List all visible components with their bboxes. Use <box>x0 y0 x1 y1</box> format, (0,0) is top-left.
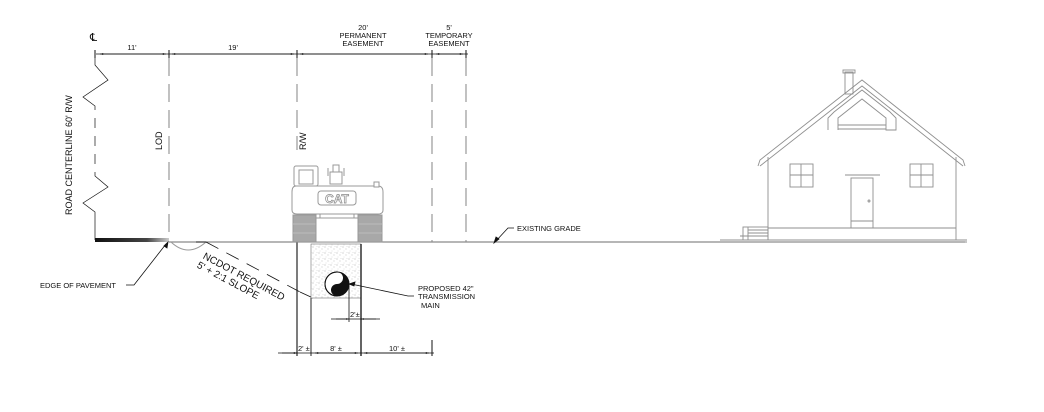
excavator-brand: CAT <box>325 192 349 206</box>
dimension-8ft-bottom: 8' ± <box>330 344 342 353</box>
existing-grade-leader <box>493 227 514 245</box>
edge-of-pavement-label: EDGE OF PAVEMENT <box>40 281 116 290</box>
permanent-easement-label: EASEMENT <box>342 39 384 48</box>
dimension-10ft-bottom: 10' ± <box>389 344 405 353</box>
dimension-2ft-bottom: 2' ± <box>298 344 310 353</box>
pipe-callout-line3: MAIN <box>421 301 440 310</box>
pipe-callout-line2: TRANSMISSION <box>418 292 476 301</box>
dimension-20ft: 20' <box>358 23 368 32</box>
existing-grade-label: EXISTING GRADE <box>517 224 581 233</box>
temporary-easement-label: EASEMENT <box>428 39 470 48</box>
pipe-callout-leader <box>347 281 414 297</box>
permanent-label: PERMANENT <box>339 31 387 40</box>
centerline-symbol: ℄ <box>90 32 98 44</box>
pipe-callout-line1: PROPOSED 42" <box>418 284 474 293</box>
pipe-offset-dimension-label: 2'± <box>350 310 360 319</box>
lod-label: LOD <box>154 131 164 150</box>
dimension-11ft: 11' <box>127 43 137 52</box>
dimension-5ft: 5' <box>446 23 452 32</box>
rw-label: R/W <box>298 132 308 151</box>
house-elevation <box>720 69 967 243</box>
transmission-main-pipe <box>324 271 350 297</box>
road-centerline-break-line <box>82 58 109 240</box>
excavator <box>291 164 384 243</box>
temporary-label: TEMPORARY <box>425 31 473 40</box>
road-centerline-label: ROAD CENTERLINE 60' R/W <box>64 95 74 215</box>
pavement <box>95 238 169 242</box>
bottom-extension-lines <box>296 242 433 356</box>
dimension-19ft: 19' <box>228 43 238 52</box>
top-dimension-line <box>94 50 468 58</box>
edge-of-pavement-leader <box>126 240 169 286</box>
